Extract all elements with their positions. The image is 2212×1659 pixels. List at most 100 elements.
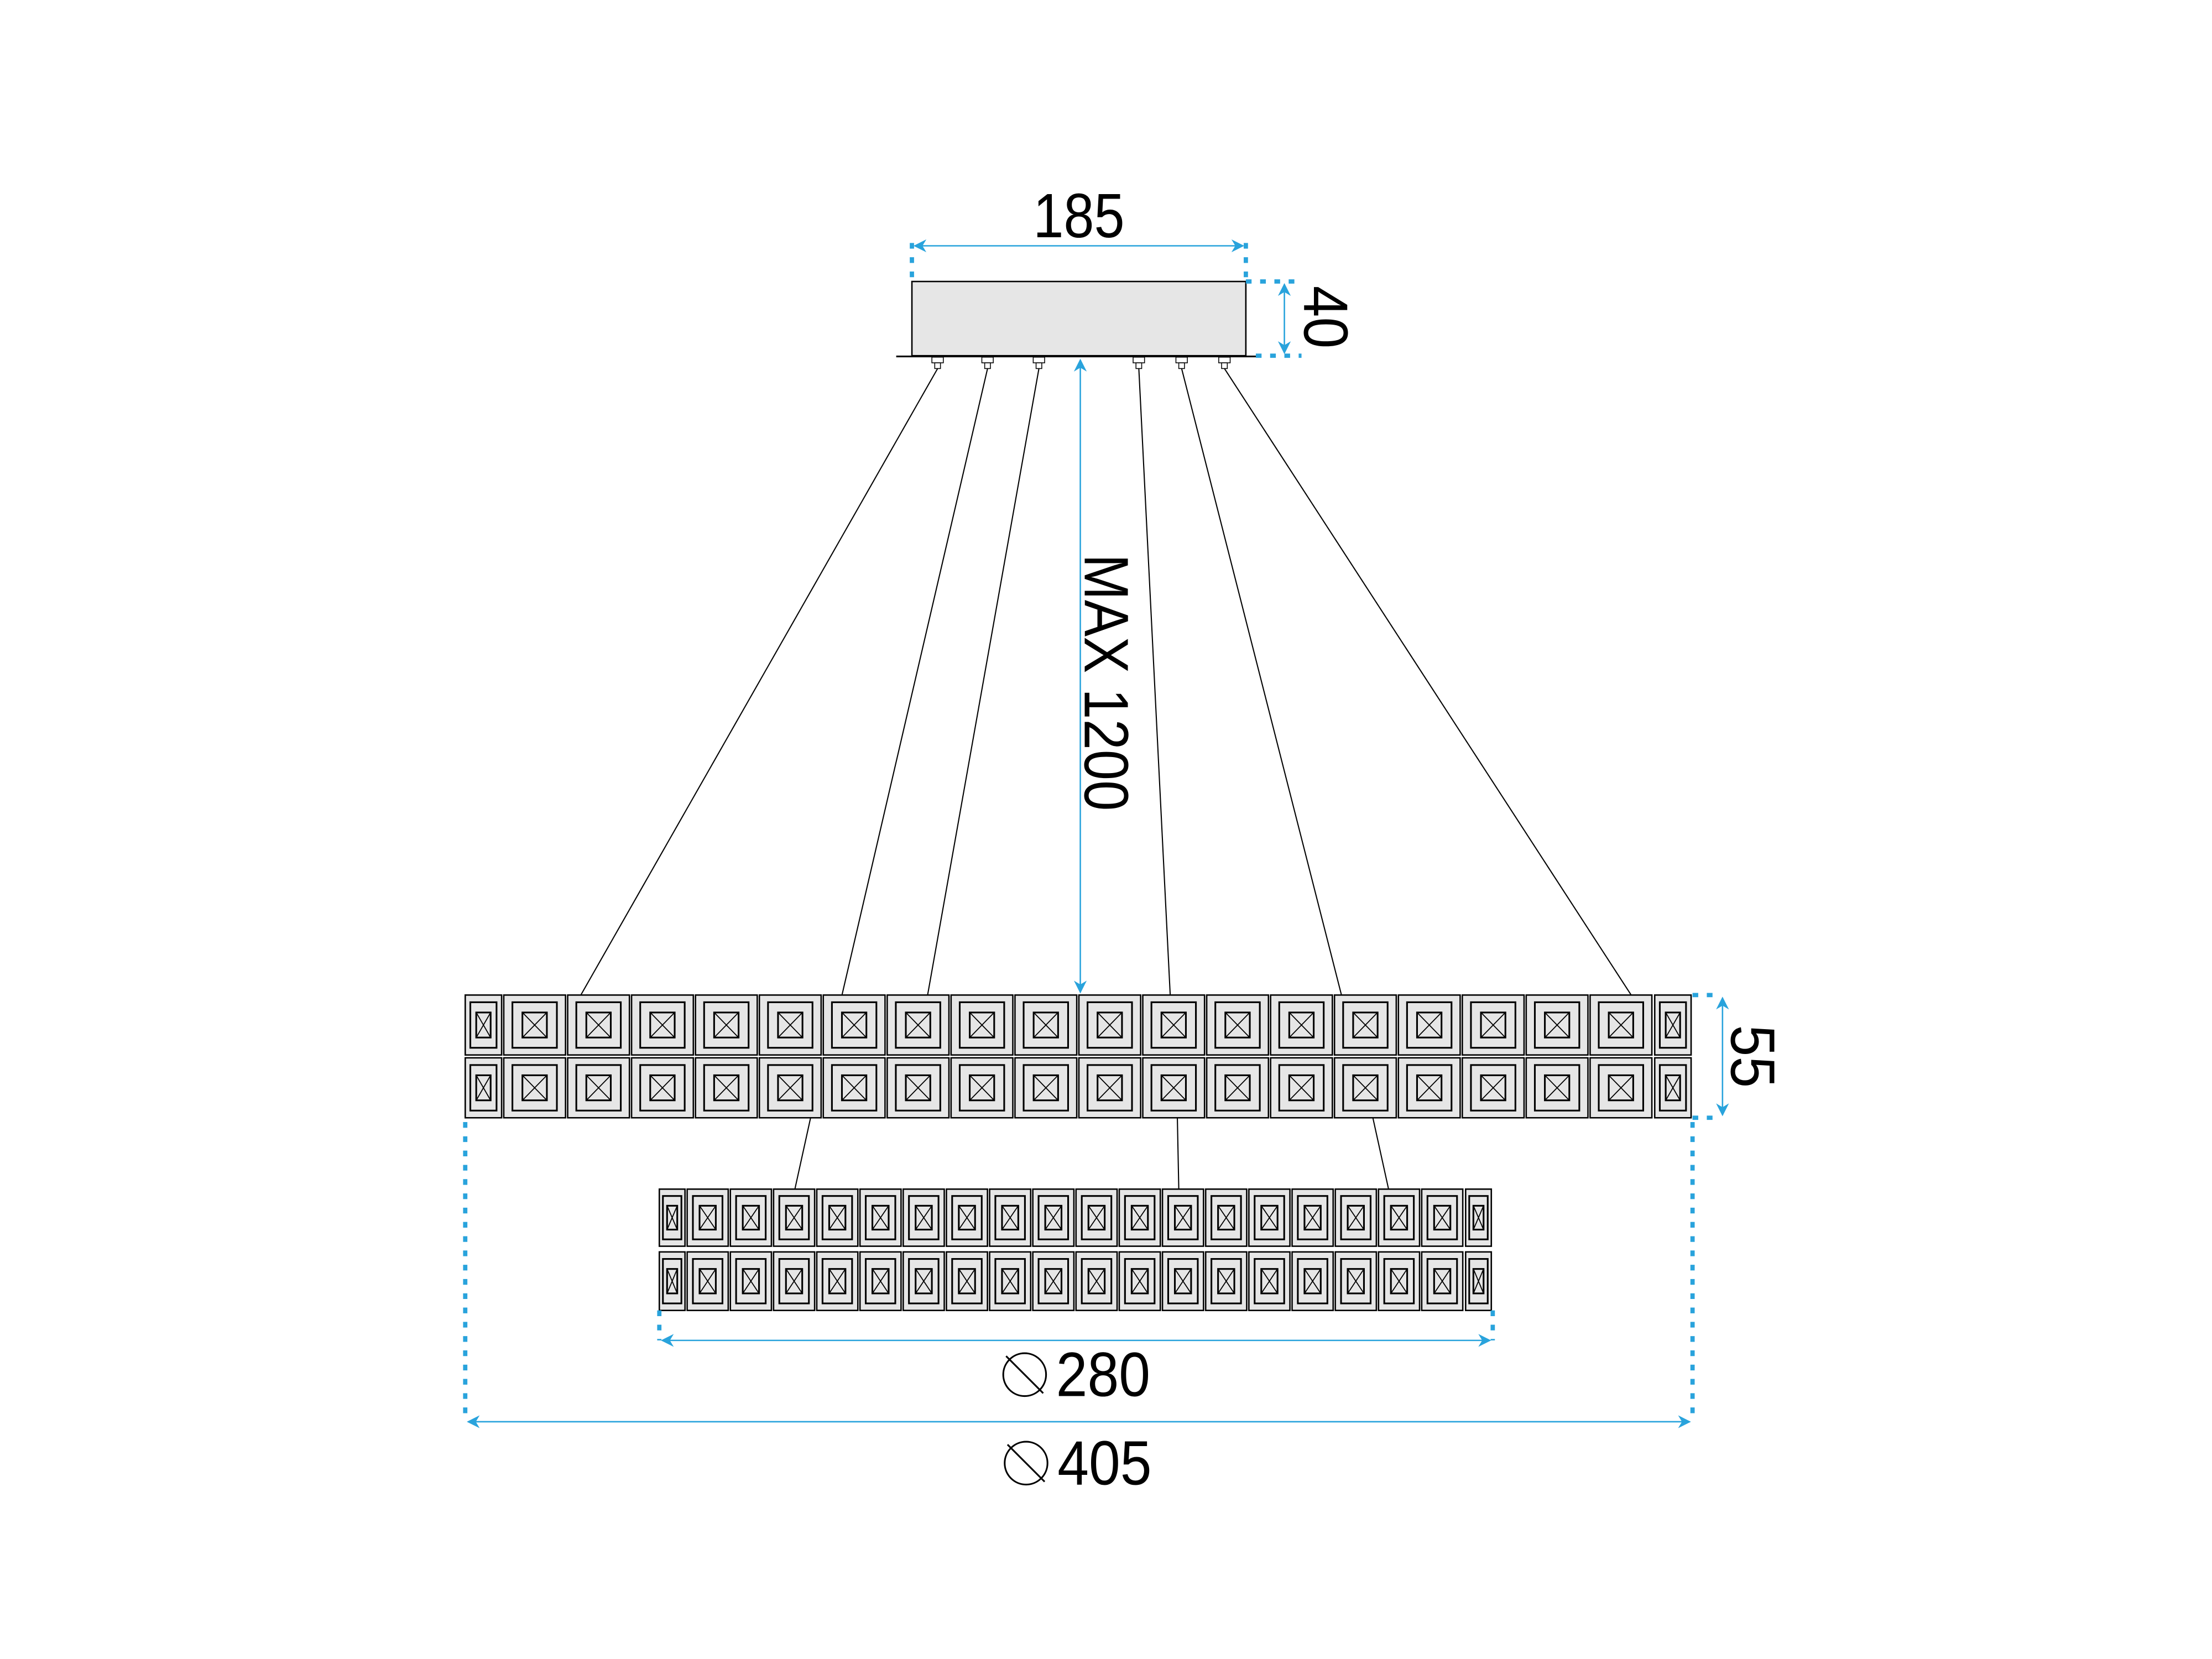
crystal-tile: [1248, 1251, 1291, 1311]
crystal-tile: [1421, 1188, 1464, 1247]
dimension-lines: [463, 239, 1729, 1428]
crystal-tile: [773, 1251, 816, 1311]
crystal-tile: [567, 1057, 630, 1119]
crystal-tile: [989, 1188, 1032, 1247]
crystal-tile: [950, 1057, 1014, 1119]
crystal-tile: [1248, 1188, 1291, 1247]
inner-diameter-label: 280: [1056, 1340, 1150, 1410]
hook-icon: [934, 362, 941, 369]
crystal-tile: [1397, 994, 1461, 1056]
crystal-tile: [1118, 1251, 1161, 1311]
hook-icon: [1032, 357, 1045, 363]
crystal-tile: [1291, 1188, 1334, 1247]
crystal-tile: [686, 1188, 729, 1247]
crystal-tile: [567, 994, 630, 1056]
crystal-tile: [503, 1057, 566, 1119]
crystal-tile: [465, 1057, 503, 1119]
crystal-tile: [1078, 1057, 1141, 1119]
crystal-tile: [1118, 1188, 1161, 1247]
hook-icon: [984, 362, 991, 369]
crystal-tile: [816, 1251, 859, 1311]
canopy-height-label: 40: [1291, 286, 1361, 349]
hook-icon: [1135, 362, 1142, 369]
hook-icon: [1035, 362, 1042, 369]
crystal-tile: [1465, 1251, 1493, 1311]
crystal-tile: [1142, 1057, 1206, 1119]
crystal-tile: [1204, 1188, 1248, 1247]
crystal-tile: [630, 1057, 695, 1119]
crystal-tile: [1204, 1251, 1248, 1311]
crystal-tile: [695, 994, 758, 1056]
crystal-tile: [950, 994, 1014, 1056]
crystal-tile: [1462, 1057, 1525, 1119]
crystal-tile: [695, 1057, 758, 1119]
suspension-wires: [580, 368, 1632, 1190]
crystal-tile: [859, 1188, 902, 1247]
crystal-tile: [1525, 1057, 1589, 1119]
crystal-tile: [822, 994, 886, 1056]
crystal-tile: [1161, 1188, 1204, 1247]
crystal-tile: [1589, 1057, 1653, 1119]
crystal-tile: [773, 1188, 816, 1247]
crystal-tile: [1333, 1057, 1397, 1119]
crystal-tile: [1206, 1057, 1270, 1119]
crystal-tile: [1032, 1251, 1075, 1311]
crystal-tile: [1334, 1188, 1378, 1247]
crystal-tile: [1378, 1251, 1421, 1311]
crystal-tile: [1078, 994, 1141, 1056]
crystal-tile: [886, 1057, 950, 1119]
crystal-tile: [758, 994, 822, 1056]
hook-icon: [1221, 362, 1228, 369]
crystal-tile: [758, 1057, 822, 1119]
crystal-tile: [1014, 994, 1078, 1056]
crystal-tile: [822, 1057, 886, 1119]
crystal-tile: [886, 994, 950, 1056]
hook-icon: [1133, 357, 1145, 363]
max-length-label: MAX 1200: [1071, 554, 1141, 811]
crystal-tile: [1334, 1251, 1378, 1311]
outer-ring: [465, 994, 1692, 1119]
crystal-tile: [465, 994, 503, 1056]
crystal-tile: [1397, 1057, 1461, 1119]
crystal-tile: [729, 1188, 773, 1247]
crystal-tile: [1421, 1251, 1464, 1311]
diameter-icon: [1004, 1441, 1048, 1486]
crystal-tile: [1014, 1057, 1078, 1119]
crystal-tile: [1270, 1057, 1333, 1119]
crystal-tile: [1378, 1188, 1421, 1247]
crystal-tile: [1142, 994, 1206, 1056]
crystal-tile: [816, 1188, 859, 1247]
crystal-tile: [1525, 994, 1589, 1056]
crystal-tile: [1075, 1251, 1118, 1311]
crystal-tile: [946, 1188, 988, 1247]
crystal-tile: [859, 1251, 902, 1311]
crystal-tile: [1653, 994, 1692, 1056]
canopy-width-label: 185: [1033, 181, 1124, 251]
crystal-tile: [1589, 994, 1653, 1056]
crystal-tile: [1653, 1057, 1692, 1119]
crystal-tile: [1032, 1188, 1075, 1247]
inner-ring: [658, 1188, 1493, 1311]
crystal-tile: [658, 1251, 686, 1311]
hook-icon: [931, 357, 944, 363]
hook-icon: [981, 357, 994, 363]
crystal-tile: [729, 1251, 773, 1311]
ring-height-label: 55: [1717, 1025, 1787, 1088]
crystal-tile: [1206, 994, 1270, 1056]
crystal-tile: [630, 994, 695, 1056]
crystal-tile: [946, 1251, 988, 1311]
ceiling-canopy: [896, 280, 1256, 369]
crystal-tile: [902, 1188, 945, 1247]
outer-diameter-label: 405: [1057, 1428, 1151, 1499]
crystal-tile: [1465, 1188, 1493, 1247]
diameter-icon: [1002, 1352, 1047, 1397]
crystal-tile: [1462, 994, 1525, 1056]
crystal-tile: [902, 1251, 945, 1311]
hook-icon: [1178, 362, 1185, 369]
crystal-tile: [686, 1251, 729, 1311]
crystal-tile: [1291, 1251, 1334, 1311]
crystal-tile: [989, 1251, 1032, 1311]
crystal-tile: [1333, 994, 1397, 1056]
crystal-tile: [503, 994, 566, 1056]
